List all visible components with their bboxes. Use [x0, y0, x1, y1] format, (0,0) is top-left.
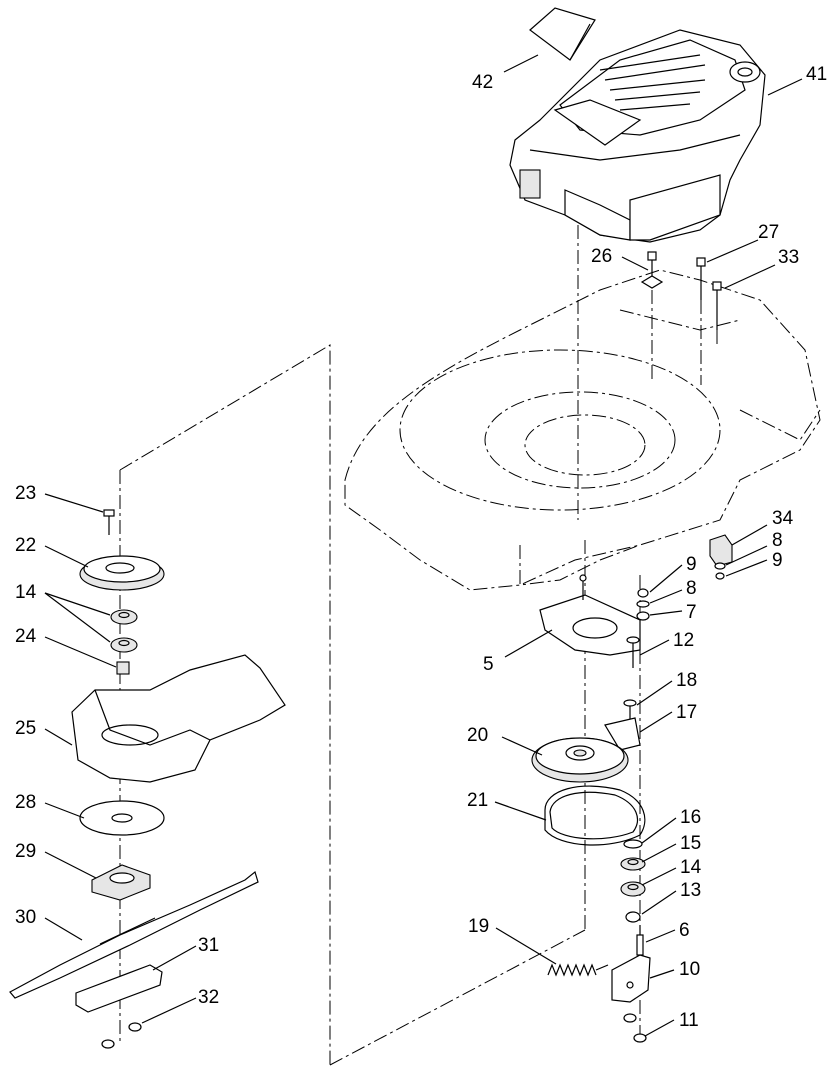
callout-41: 41 [806, 64, 827, 85]
plate-28 [79, 800, 165, 836]
blade-pulley-22 [79, 555, 165, 591]
callout-17: 17 [676, 702, 697, 723]
bracket-17 [604, 717, 641, 751]
bracket-34 [709, 534, 733, 580]
callout-23: 23 [15, 483, 36, 504]
callout-30: 30 [15, 907, 36, 928]
mower-deck-outline [344, 269, 821, 591]
bracket-10 [611, 954, 651, 1003]
callout-26: 26 [591, 246, 612, 267]
leader-lines [44, 54, 803, 1037]
callout-9-b: 9 [686, 554, 697, 575]
pulley-20 [531, 737, 629, 783]
engine-bolt-27 [696, 257, 706, 385]
callout-14-right: 14 [680, 857, 702, 878]
callout-24: 24 [15, 626, 37, 647]
callout-22: 22 [15, 535, 36, 556]
spring-19 [547, 963, 609, 977]
callout-20: 20 [467, 725, 488, 746]
nuts-32 [101, 1022, 142, 1049]
bolt-23 [103, 509, 115, 535]
blade-adapter-29 [91, 864, 151, 901]
bolt-12 [626, 636, 640, 668]
callout-7: 7 [686, 602, 697, 623]
callout-5: 5 [483, 654, 494, 675]
bearings-14 [110, 609, 138, 653]
callout-9-a: 9 [772, 550, 783, 571]
callout-19: 19 [468, 916, 489, 937]
callout-8-b: 8 [686, 578, 697, 599]
callout-29: 29 [15, 841, 36, 862]
callout-28: 28 [15, 792, 36, 813]
engine-41 [509, 29, 766, 243]
callout-27: 27 [758, 222, 779, 243]
manual-42 [529, 7, 642, 146]
callout-14-left: 14 [15, 582, 37, 603]
housing-25 [71, 654, 286, 783]
blade-30 [9, 870, 259, 999]
callout-33: 33 [778, 247, 799, 268]
callout-15: 15 [680, 833, 701, 854]
callout-11: 11 [679, 1010, 699, 1031]
callout-6: 6 [679, 920, 690, 941]
callout-13: 13 [680, 880, 701, 901]
callout-16: 16 [680, 807, 701, 828]
bolt-18 [623, 699, 637, 720]
callout-10: 10 [679, 959, 700, 980]
blade-plate-31 [75, 964, 163, 1013]
spindle-stack-right [620, 839, 646, 923]
callout-12: 12 [673, 630, 694, 651]
callout-18: 18 [676, 670, 697, 691]
engine-bolt-33 [712, 281, 722, 345]
callout-25: 25 [15, 718, 36, 739]
callout-8-a: 8 [772, 530, 783, 551]
nut-11 [623, 1013, 647, 1043]
callout-31: 31 [198, 935, 219, 956]
callout-42: 42 [472, 72, 493, 93]
callout-21: 21 [467, 790, 488, 811]
callout-32: 32 [198, 987, 219, 1008]
idler-bracket-5 [539, 574, 641, 656]
belt-21 [544, 785, 646, 846]
washer-nut-stack [636, 588, 650, 621]
callout-labels: 42 41 27 26 33 34 8 9 9 8 7 12 5 18 17 2… [15, 64, 827, 1031]
engine-bolt-26 [640, 251, 664, 380]
spacer-24 [116, 661, 130, 675]
callout-34: 34 [772, 508, 794, 529]
